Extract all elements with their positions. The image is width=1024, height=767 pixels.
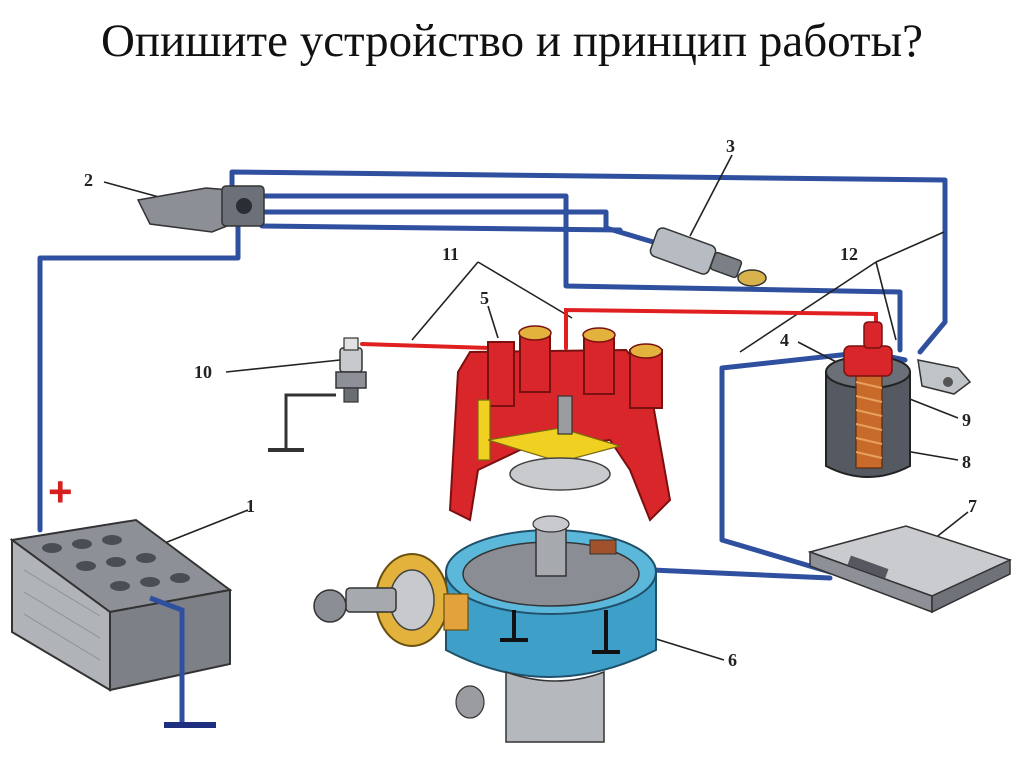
wire-commutator-to-distributor (649, 567, 833, 581)
switching-unit (807, 525, 1013, 614)
sensor-3 (649, 227, 767, 287)
distributor-body (313, 515, 657, 743)
ht-wire-plug (360, 342, 492, 350)
ignition-coil (825, 321, 972, 478)
slide-title: Опишите устройство и принцип работы? (100, 15, 924, 67)
label-8: 8 (962, 452, 971, 472)
leader-11b (477, 261, 573, 319)
wire-switch-to-sensor (259, 209, 663, 247)
leader-10 (225, 359, 341, 373)
wire-switch-to-relay (259, 193, 903, 353)
label-4: 4 (780, 330, 789, 350)
leader-12a (875, 261, 897, 341)
label-5: 5 (480, 288, 489, 308)
label-10: 10 (194, 362, 212, 382)
leader-12c (739, 261, 877, 353)
high-voltage-wiring (360, 307, 878, 350)
leader-12b (875, 231, 945, 263)
label-7: 7 (968, 496, 977, 516)
label-1: 1 (246, 496, 255, 516)
leader-3 (689, 154, 733, 237)
wire-battery-to-switch (37, 219, 241, 533)
distributor-cap (448, 325, 672, 522)
leader-11a (411, 261, 479, 341)
label-2: 2 (84, 170, 93, 190)
label-9: 9 (962, 410, 971, 430)
label-6: 6 (728, 650, 737, 670)
label-3: 3 (726, 136, 735, 156)
label-11: 11 (442, 244, 459, 264)
wire-switch-top-to-coil (229, 169, 948, 355)
plus-sign: + (48, 468, 73, 515)
battery-polarity: + (48, 468, 216, 728)
ht-wire-coil (564, 307, 878, 350)
leader-5 (487, 305, 499, 339)
low-voltage-wiring (37, 169, 948, 581)
battery (9, 518, 233, 724)
part-labels: 2 3 11 5 10 12 4 9 8 7 1 6 (84, 136, 977, 670)
wire-switch-low (259, 223, 623, 233)
label-12: 12 (840, 244, 858, 264)
minus-sign (164, 722, 216, 728)
spark-plug (268, 337, 367, 452)
ignition-switch (136, 185, 265, 233)
